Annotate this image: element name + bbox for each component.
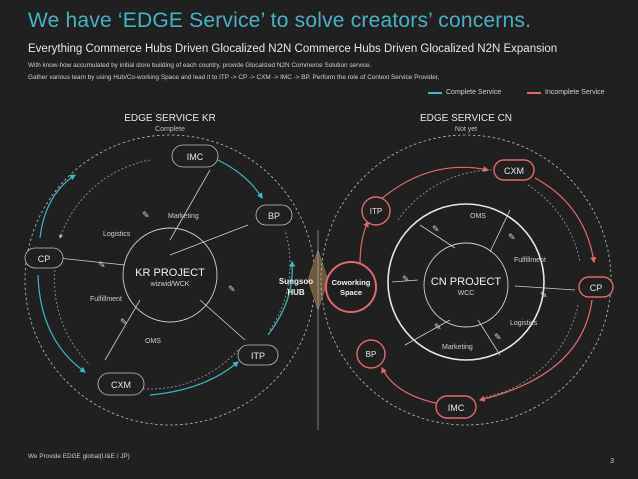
legend-complete: Complete Service	[428, 89, 501, 96]
kr-complete-arrow-cp-cxm	[37, 274, 86, 373]
cn-incomplete-arrow-imc-bp	[381, 366, 441, 405]
cn-pointer-icon-6: ✎	[434, 322, 442, 332]
legend-incomplete: Incomplete Service	[527, 89, 605, 96]
kr-label-fulfillment: Fulfillment	[90, 296, 122, 303]
cn-node-bp-label: BP	[366, 350, 377, 359]
cn-node-imc-label: IMC	[448, 403, 465, 413]
kr-section-status: Complete	[155, 126, 185, 133]
cn-project-title: CN PROJECT	[431, 276, 502, 288]
cn-node-cxm-label: CXM	[504, 166, 524, 176]
kr-project-title: KR PROJECT	[135, 267, 205, 279]
cn-pointer-icon-3: ✎	[402, 274, 410, 284]
legend-complete-label: Complete Service	[446, 89, 502, 96]
kr-cycle-arc-imc-cp	[59, 159, 151, 239]
kr-complete-arrow-cxm-itp	[149, 361, 239, 396]
cn-label-logistics: Logistics	[510, 320, 538, 327]
cn-node-bp: BP	[356, 339, 386, 369]
kr-node-bp: BP	[255, 204, 293, 226]
coworking-label-line2: Space	[340, 288, 362, 297]
cn-label-marketing: Marketing	[442, 344, 473, 351]
cn-incomplete-arrow-cowork-itp	[359, 220, 369, 266]
cn-node-imc: IMC	[435, 395, 477, 419]
kr-outer-dashed-circle	[24, 134, 316, 426]
cn-spoke-itp	[419, 224, 456, 249]
kr-label-marketing: Marketing	[168, 213, 199, 220]
legend-incomplete-swatch	[527, 91, 541, 94]
cn-coworking-space: Coworking Space	[325, 261, 377, 313]
cn-incomplete-arrow-itp-cxm	[379, 166, 490, 201]
kr-node-bp-label: BP	[268, 211, 280, 221]
cn-node-cp-label: CP	[590, 283, 603, 293]
kr-cycle-arc-itp-bp	[269, 229, 291, 331]
description-line-2: Gather various team by using Hub/Co-work…	[28, 74, 440, 81]
kr-node-cp: CP	[24, 247, 64, 269]
kr-spoke-cxm	[104, 299, 141, 361]
cn-node-cxm: CXM	[493, 159, 535, 181]
kr-cycle-arc-cxm-itp	[134, 349, 239, 390]
cn-cycle-arc-1	[397, 169, 501, 221]
kr-node-imc: IMC	[171, 144, 219, 168]
kr-complete-arrow-itp-hub	[267, 260, 296, 336]
cn-pointer-icon-1: ✎	[432, 224, 440, 234]
kr-node-itp-label: ITP	[251, 351, 265, 361]
kr-complete-arrow-cp-imc	[39, 174, 76, 239]
cn-spoke-bp	[404, 319, 451, 346]
kr-project-sub: wizwid/WCK	[150, 281, 190, 288]
cn-pointer-icon-5: ✎	[494, 332, 502, 342]
legend-incomplete-label: Incomplete Service	[545, 89, 605, 96]
cn-pointer-icon-4: ✎	[540, 290, 548, 300]
cn-section-title: EDGE SERVICE CN	[420, 113, 512, 124]
cn-section-status: Not yet	[455, 126, 477, 133]
legend-complete-swatch	[428, 91, 442, 94]
cn-incomplete-arrow-cp-imc	[478, 299, 593, 402]
cn-spoke-logistics	[477, 319, 501, 356]
page-subtitle: Everything Commerce Hubs Driven Glocaliz…	[28, 43, 558, 55]
cn-cycle-arc-3	[479, 304, 579, 399]
kr-complete-arrow-imc-bp	[217, 159, 263, 200]
kr-spoke-cp	[57, 257, 126, 266]
page-title: We have ‘EDGE Service’ to solve creators…	[28, 9, 532, 32]
cn-label-fulfillment: Fulfillment	[514, 257, 546, 264]
cn-label-oms: OMS	[470, 213, 486, 220]
kr-node-cp-label: CP	[38, 254, 51, 264]
kr-node-cxm: CXM	[97, 372, 145, 396]
description-line-1: With know-how accumulated by initial sto…	[28, 62, 372, 69]
kr-label-logistics: Logistics	[103, 231, 131, 238]
kr-cycle-arc-cp-cxm	[54, 269, 91, 366]
kr-section-title: EDGE SERVICE KR	[124, 113, 216, 124]
cn-pointer-icon-2: ✎	[508, 232, 516, 242]
hub-label-line2: HUB	[287, 288, 305, 297]
sungsoo-hub: Sungsoo HUB	[279, 230, 329, 430]
kr-spoke-itp	[199, 299, 246, 341]
footer-text: We Provide EDGE global(U&E / JP)	[28, 453, 130, 460]
cn-node-cp: CP	[578, 276, 614, 298]
cn-incomplete-arrow-cxm-cp	[534, 177, 597, 264]
cn-node-itp: ITP	[361, 196, 391, 226]
kr-label-oms: OMS	[145, 338, 161, 345]
page-number: 3	[610, 458, 614, 465]
kr-node-cxm-label: CXM	[111, 380, 131, 390]
cn-inner-solid-circle	[387, 203, 545, 361]
kr-node-itp: ITP	[237, 344, 279, 366]
kr-spoke-imc	[169, 169, 211, 241]
cn-project-sub: WCC	[458, 290, 475, 297]
hub-label-line1: Sungsoo	[279, 277, 313, 286]
kr-spoke-bp	[169, 224, 249, 256]
kr-pointer-icon-2: ✎	[98, 260, 106, 270]
cn-spoke-cowork	[391, 279, 419, 283]
cn-spoke-cxm	[489, 209, 511, 253]
kr-project-center: KR PROJECT wizwid/WCK	[122, 227, 218, 323]
kr-pointer-icon-1: ✎	[142, 210, 150, 220]
cn-spoke-cp	[514, 285, 576, 291]
coworking-label-line1: Coworking	[332, 278, 371, 287]
kr-pointer-icon-3: ✎	[228, 284, 236, 294]
cn-project-center: CN PROJECT WCC	[423, 242, 509, 328]
kr-node-imc-label: IMC	[187, 152, 204, 162]
cn-cycle-arc-2	[527, 184, 581, 263]
kr-pointer-icon-4: ✎	[120, 317, 128, 327]
cn-node-itp-label: ITP	[370, 207, 382, 216]
